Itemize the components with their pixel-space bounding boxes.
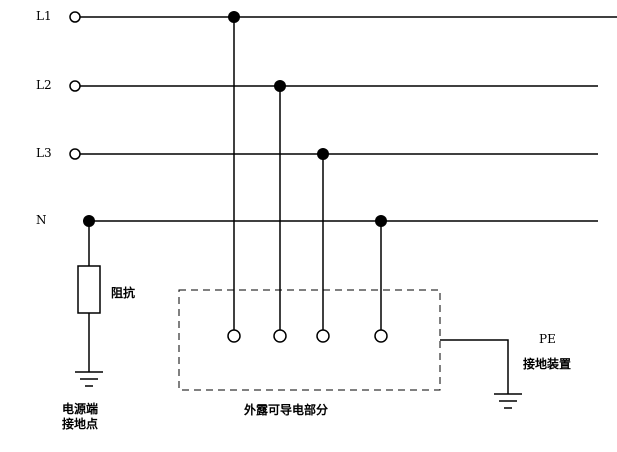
phase-l2 (69, 80, 598, 92)
source-ground-label-line2: 接地点 (62, 417, 99, 431)
exposed-parts-label: 外露可导电部分 (244, 403, 329, 417)
label-n: N (36, 213, 47, 227)
equipment-connections (227, 11, 388, 343)
source-ground-label: 电源端 接地点 (62, 402, 98, 432)
exposed-conductive-parts-enclosure (178, 289, 441, 391)
impedance-label: 阻抗 (111, 286, 136, 300)
equipment-terminal-l2 (273, 329, 287, 343)
neutral-n (83, 215, 598, 227)
terminal-l3 (69, 148, 81, 160)
pe-label: PE (539, 332, 556, 346)
terminal-l2 (69, 80, 81, 92)
source-ground-symbol (75, 371, 103, 387)
source-ground-branch (75, 221, 103, 387)
label-l2: L2 (36, 78, 52, 92)
equipment-terminal-n (374, 329, 388, 343)
label-l3: L3 (36, 146, 52, 160)
phase-l3 (69, 148, 598, 160)
source-ground-label-line1: 电源端 (62, 402, 99, 416)
equipment-terminal-l1 (227, 329, 241, 343)
label-l1: L1 (36, 9, 52, 23)
pe-ground-symbol (494, 393, 522, 409)
pe-ground-branch (440, 339, 522, 409)
terminal-l1 (69, 11, 81, 23)
equipment-terminal-l3 (316, 329, 330, 343)
pe-wire (440, 339, 509, 394)
grounding-device-label: 接地装置 (523, 357, 572, 371)
impedance-resistor (77, 265, 101, 314)
phase-l1 (69, 11, 617, 23)
